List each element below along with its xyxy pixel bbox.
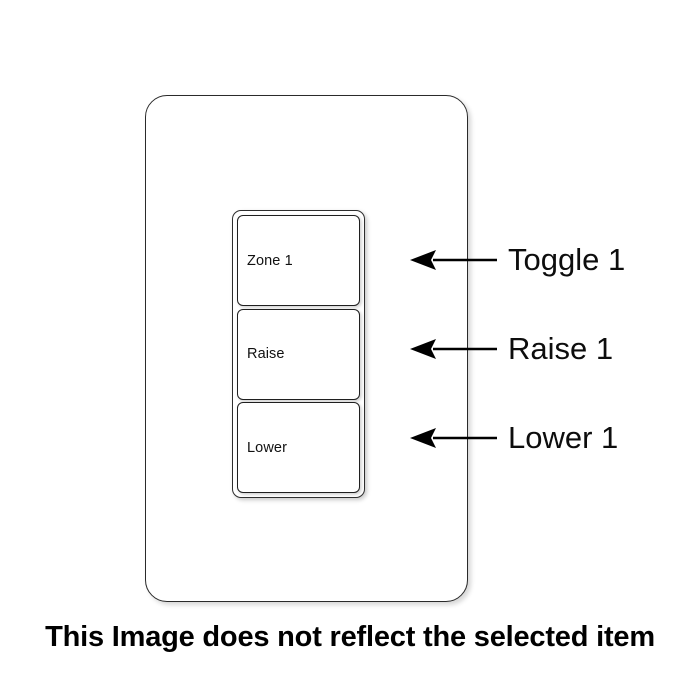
left-arrow-icon — [410, 250, 497, 270]
callout-label: Toggle 1 — [508, 242, 626, 277]
switch-button-raise[interactable]: Raise — [237, 308, 360, 400]
left-arrow-icon — [410, 339, 497, 359]
switch-button-cluster: Zone 1 Raise Lower — [232, 210, 365, 498]
disclaimer-caption: This Image does not reflect the selected… — [45, 621, 655, 653]
callout-raise-1: Raise 1 — [405, 332, 613, 366]
callout-label: Raise 1 — [508, 331, 614, 366]
switch-button-label: Lower — [247, 439, 287, 456]
callout-label: Lower 1 — [508, 420, 619, 455]
switch-button-label: Zone 1 — [247, 252, 293, 269]
callout-lower-1: Lower 1 — [405, 421, 618, 455]
switch-button-label: Raise — [247, 346, 285, 362]
switch-button-lower[interactable]: Lower — [237, 402, 360, 493]
callout-toggle-1: Toggle 1 — [405, 243, 625, 277]
switch-button-zone-1[interactable]: Zone 1 — [237, 215, 360, 306]
left-arrow-icon — [410, 428, 497, 448]
